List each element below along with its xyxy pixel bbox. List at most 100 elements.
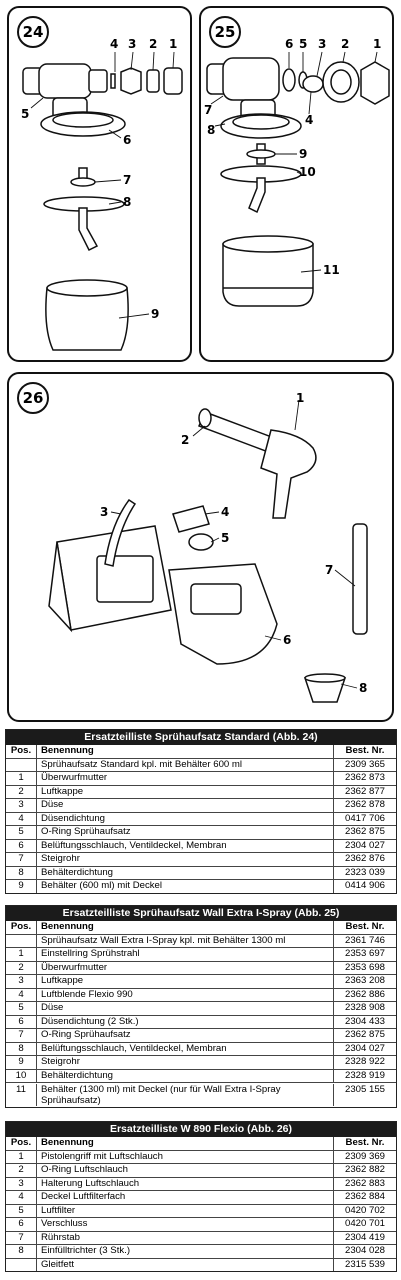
figure-25-panel: 25	[199, 6, 394, 362]
fig24-label-3: 3	[128, 37, 137, 51]
cell-pos: 9	[6, 1056, 37, 1069]
fig24-label-4: 4	[110, 37, 119, 51]
cell-name: O-Ring Luftschlauch	[37, 1164, 334, 1177]
fig26-label-7: 7	[325, 563, 334, 577]
table-title: Ersatzteilliste Sprühaufsatz Standard (A…	[6, 730, 396, 745]
cell-name: Überwurfmutter	[37, 961, 334, 974]
cell-pos: 8	[6, 1245, 37, 1258]
header-pos: Pos.	[6, 1137, 37, 1150]
header-number: Best. Nr.	[345, 921, 385, 932]
cell-number: 2362 873	[344, 772, 385, 783]
cell-number: 2362 886	[344, 988, 385, 1000]
fig25-label-6: 6	[285, 37, 294, 51]
cell-number: 2362 884	[344, 1191, 385, 1202]
cell-number: 0420 702	[344, 1204, 385, 1216]
parts-table-fig24: Ersatzteilliste Sprühaufsatz Standard (A…	[5, 729, 397, 894]
cell-name: Einfülltrichter (3 Stk.)	[37, 1245, 334, 1258]
cell-name: Einstellring Sprühstrahl	[37, 948, 334, 961]
cell-name: Belüftungsschlauch, Ventildeckel, Membra…	[37, 1042, 334, 1055]
cell-pos: 5	[6, 1204, 37, 1217]
cell-pos: 3	[6, 799, 37, 812]
cell-pos: 7	[6, 1231, 37, 1244]
cell-pos: 11	[6, 1084, 37, 1106]
cell-number: 2304 027	[344, 839, 385, 851]
cell-pos	[6, 1258, 37, 1271]
cell-name: Gleitfett	[37, 1258, 334, 1271]
cell-pos: 3	[6, 975, 37, 988]
cell-name: Luftkappe	[37, 785, 334, 798]
cell-name: Belüftungsschlauch, Ventildeckel, Membra…	[37, 839, 334, 852]
fig24-label-6: 6	[123, 133, 132, 147]
figure-24-badge: 24	[17, 16, 49, 48]
cell-pos: 2	[6, 1164, 37, 1177]
cell-number: 2315 539	[344, 1258, 385, 1270]
cell-number: 2362 877	[344, 785, 385, 797]
cell-pos: 8	[6, 866, 37, 879]
figure-24-panel: 24	[7, 6, 192, 362]
cell-pos: 6	[6, 839, 37, 852]
cell-pos: 5	[6, 826, 37, 839]
cell-name: Behälterdichtung	[37, 1069, 334, 1082]
fig25-label-2: 2	[341, 37, 350, 51]
cell-number: 2305 155	[344, 1084, 385, 1095]
cell-number: 2362 875	[344, 826, 385, 837]
fig25-label-1: 1	[373, 37, 382, 51]
fig26-label-2: 2	[181, 433, 190, 447]
cell-name: O-Ring Sprühaufsatz	[37, 826, 334, 839]
cell-name: Luftblende Flexio 990	[37, 988, 334, 1001]
fig24-label-1: 1	[169, 37, 178, 51]
cell-number: 2363 208	[344, 975, 385, 986]
cell-pos: 5	[6, 1002, 37, 1015]
cell-name: Steigrohr	[37, 1056, 334, 1069]
cell-pos: 3	[6, 1177, 37, 1190]
table-row: Sprühaufsatz Wall Extra I-Spray kpl. mit…	[6, 933, 396, 947]
cell-pos: 7	[6, 1029, 37, 1042]
cell-pos: 8	[6, 1042, 37, 1055]
cell-pos: 4	[6, 988, 37, 1001]
figure-25-badge: 25	[209, 16, 241, 48]
cell-number: 2309 369	[344, 1150, 385, 1162]
cell-name: Rührstab	[37, 1231, 334, 1244]
cell-pos: 2	[6, 961, 37, 974]
cell-name: Luftkappe	[37, 975, 334, 988]
cell-pos: 9	[6, 880, 37, 893]
fig25-label-3: 3	[318, 37, 327, 51]
figure-26-panel: 26	[7, 372, 394, 722]
fig25-label-10: 10	[299, 165, 316, 179]
cell-number: 2309 365	[344, 758, 385, 770]
header-number: Best. Nr.	[345, 745, 385, 756]
table-title: Ersatzteilliste W 890 Flexio (Abb. 26)	[6, 1122, 396, 1137]
header-pos: Pos.	[6, 921, 37, 934]
cell-pos: 4	[6, 1191, 37, 1204]
table-title: Ersatzteilliste Sprühaufsatz Wall Extra …	[6, 906, 396, 921]
fig24-label-7: 7	[123, 173, 132, 187]
cell-name: Sprühaufsatz Wall Extra I-Spray kpl. mit…	[37, 934, 334, 947]
cell-name: Düsendichtung	[37, 812, 334, 825]
cell-number: 2304 419	[344, 1231, 385, 1243]
cell-name: Luftfilter	[37, 1204, 334, 1217]
cell-name: Steigrohr	[37, 853, 334, 866]
cell-number: 0420 701	[344, 1218, 385, 1229]
cell-pos: 1	[6, 948, 37, 961]
parts-table-fig25: Ersatzteilliste Sprühaufsatz Wall Extra …	[5, 905, 397, 1108]
figure-25-illustration	[206, 51, 390, 307]
cell-pos	[6, 758, 37, 771]
